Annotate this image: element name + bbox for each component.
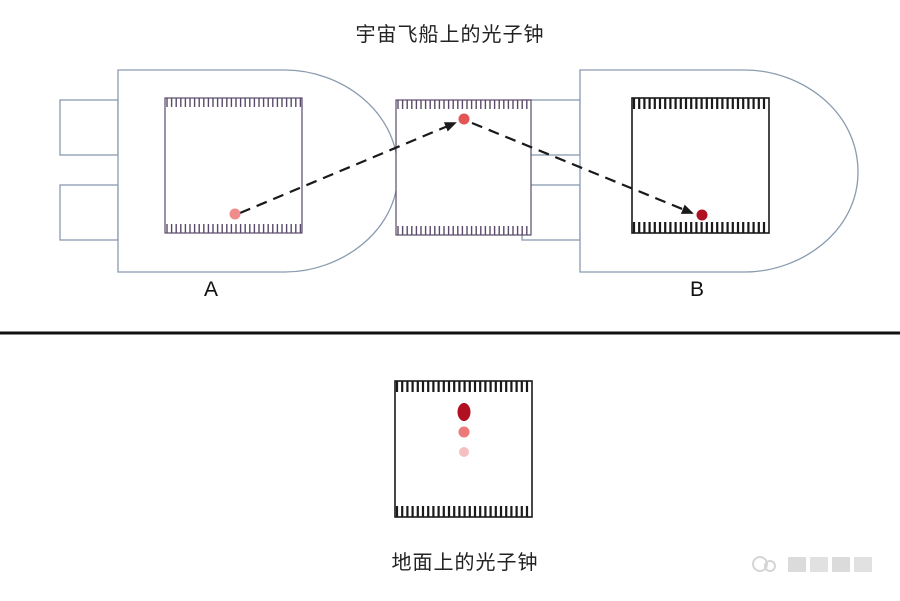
ground-photon-mid	[458, 426, 470, 438]
spaceship-a-thruster-bottom	[59, 184, 119, 241]
mirror-bottom	[632, 222, 766, 233]
mirror-bottom	[397, 226, 528, 235]
photon-path-arrow-1	[239, 121, 457, 215]
mirror-top	[395, 381, 529, 392]
mirror-top	[166, 98, 302, 107]
photon-at-a	[229, 208, 241, 220]
watermark-logo	[752, 556, 872, 572]
ground-clock-title: 地面上的光子钟	[391, 550, 539, 574]
spaceship-a-thruster-top	[59, 99, 119, 156]
position-label-a: A	[204, 278, 219, 301]
spaceship-clock-title: 宇宙飞船上的光子钟	[355, 22, 545, 46]
photon-path-arrow-2	[471, 121, 694, 215]
photon-at-mirror	[458, 113, 470, 125]
mirror-bottom	[166, 224, 302, 233]
mirror-top	[397, 100, 528, 109]
ground-photon-faint	[459, 447, 469, 457]
position-label-b: B	[690, 278, 705, 301]
photon-at-b	[696, 209, 708, 221]
spaceship-b-thruster-top	[521, 99, 581, 156]
mirror-bottom	[395, 506, 529, 517]
spaceship-b-thruster-bottom	[521, 184, 581, 241]
mirror-top	[632, 98, 766, 109]
ground-photon-dark	[457, 403, 471, 421]
